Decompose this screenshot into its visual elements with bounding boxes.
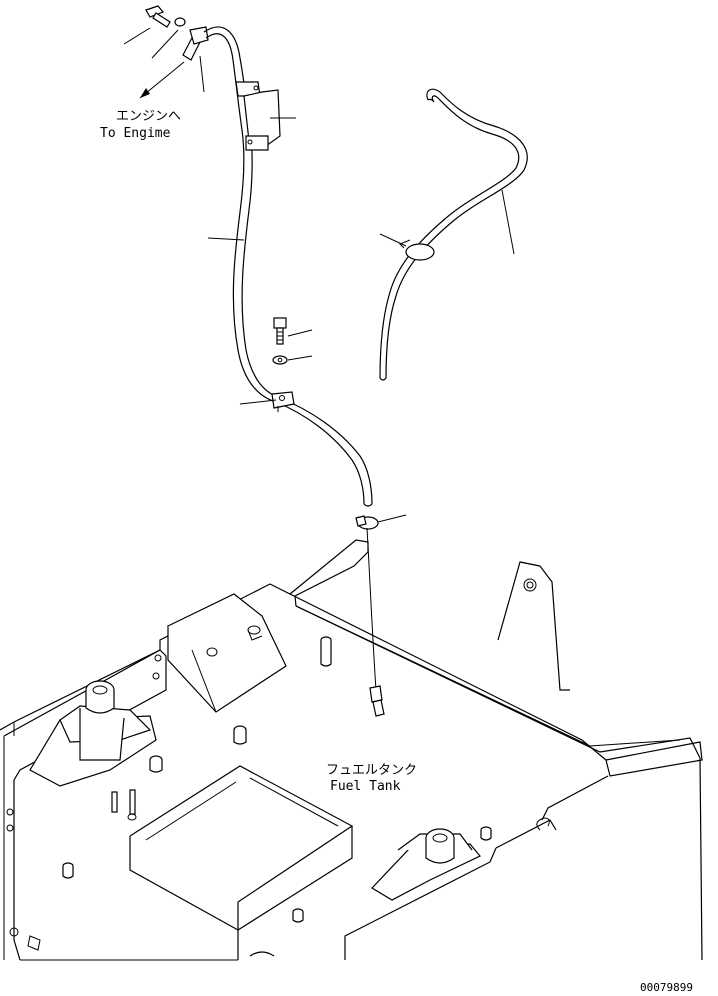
hose-upper: [203, 26, 373, 505]
boss-b: [233, 725, 247, 745]
tank-pocket: [129, 765, 354, 932]
washer-middle: [272, 355, 288, 365]
boss-c: [149, 755, 163, 773]
clip-lower: [355, 515, 379, 530]
boss-d: [62, 862, 74, 879]
studs: [111, 789, 137, 821]
fuel-tank: [0, 539, 703, 961]
loose-hose: [379, 88, 528, 381]
clamp-upper: [235, 81, 281, 151]
boss-a: [320, 636, 332, 667]
boss-f: [480, 826, 492, 841]
shelf-bracket: [166, 593, 287, 713]
bolt-top: [145, 5, 171, 28]
clamp-middle: [271, 391, 295, 412]
mount-left: [29, 680, 157, 787]
label-tank-jp: フュエルタンク: [326, 763, 417, 778]
hose-assembly: [123, 5, 407, 717]
label-tank-en: Fuel Tank: [330, 779, 401, 794]
arrow-to-engine: [139, 61, 185, 99]
mount-right: [371, 828, 481, 901]
fitting-top: [182, 26, 209, 61]
boss-e: [292, 908, 304, 923]
bolt-middle: [273, 317, 287, 345]
drawing-number: 00079899: [640, 981, 693, 994]
label-engine-jp: エンジンへ: [116, 109, 181, 124]
washer-top: [174, 17, 186, 27]
label-engine-en: To Engime: [100, 126, 171, 141]
hose-upper-inner: [205, 33, 365, 505]
